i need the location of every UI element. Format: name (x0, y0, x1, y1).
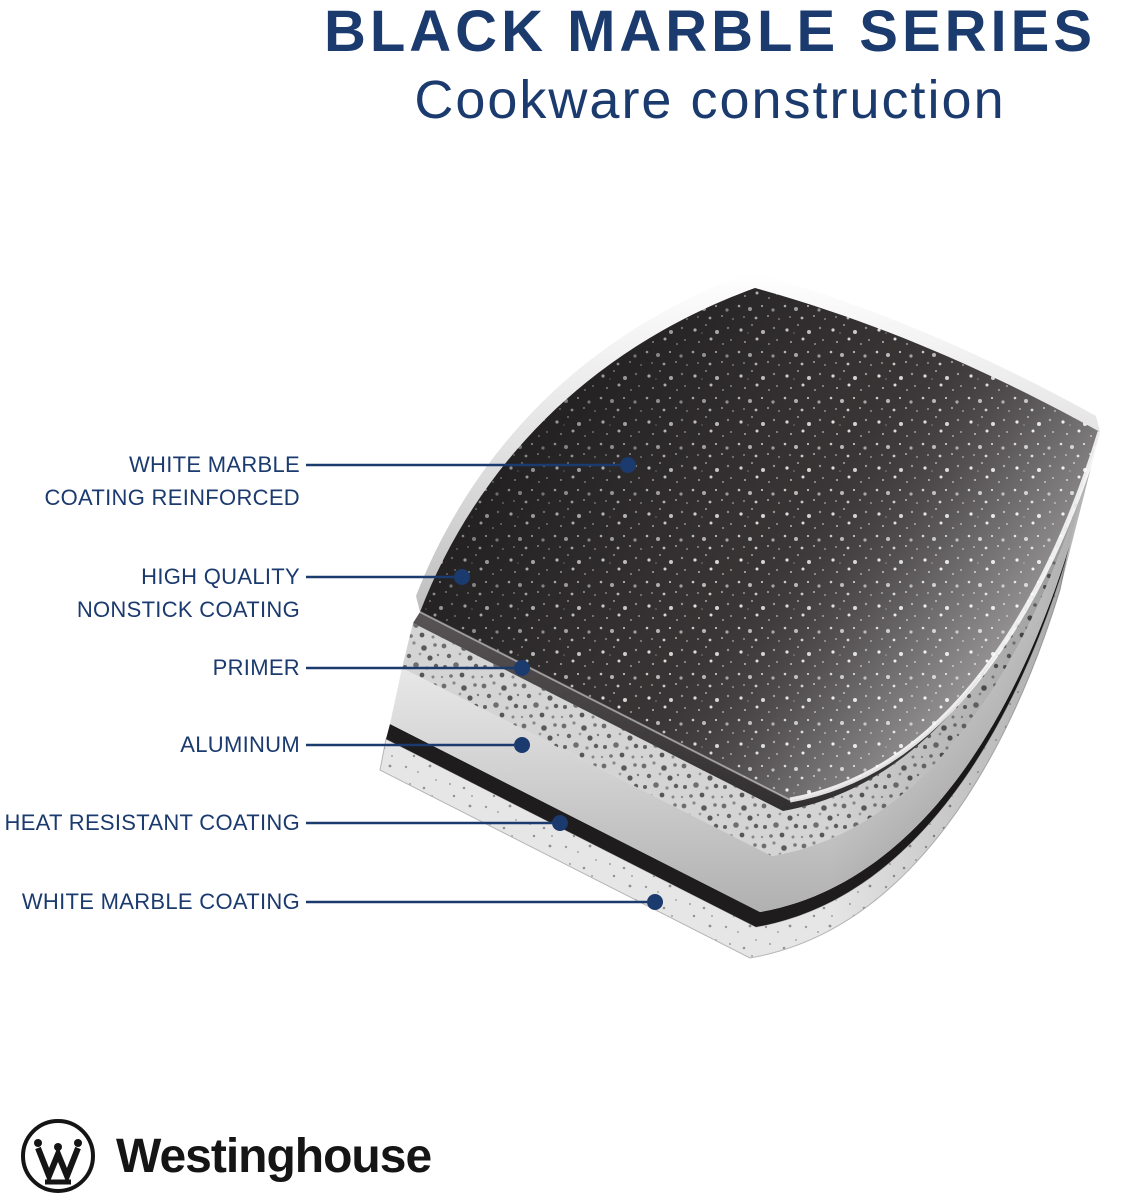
leader-dot-white-marble-reinforced (620, 457, 636, 473)
brand-footer: Westinghouse (18, 1116, 432, 1196)
top-surface-sheen (420, 288, 1100, 800)
pan-cross-section (379, 272, 1103, 959)
leader-dot-white-marble (647, 894, 663, 910)
layer-label-nonstick: HIGH QUALITY NONSTICK COATING (76, 564, 300, 622)
front-cut-edge-line (419, 611, 791, 801)
layer-label-white-marble: WHITE MARBLE COATING (21, 889, 300, 914)
leader-dot-aluminum (514, 737, 530, 753)
callouts (306, 457, 663, 910)
layer-label-white-marble-reinforced: WHITE MARBLE COATING REINFORCED (44, 452, 300, 510)
leader-dot-heat-resistant (552, 815, 568, 831)
leader-dot-nonstick (454, 569, 470, 585)
layer-label-aluminum: ALUMINUM (180, 732, 300, 757)
page-title: BLACK MARBLE SERIES (323, 0, 1097, 64)
layer-label-primer: PRIMER (212, 655, 300, 680)
front-edge-highlight (789, 431, 1103, 803)
layer-label-heat-resistant: HEAT RESISTANT COATING (4, 810, 300, 835)
westinghouse-logo-icon (21, 1119, 95, 1193)
page-subtitle: Cookware construction (414, 70, 1006, 130)
leader-dot-primer (514, 660, 530, 676)
brand-name: Westinghouse (116, 1129, 432, 1183)
